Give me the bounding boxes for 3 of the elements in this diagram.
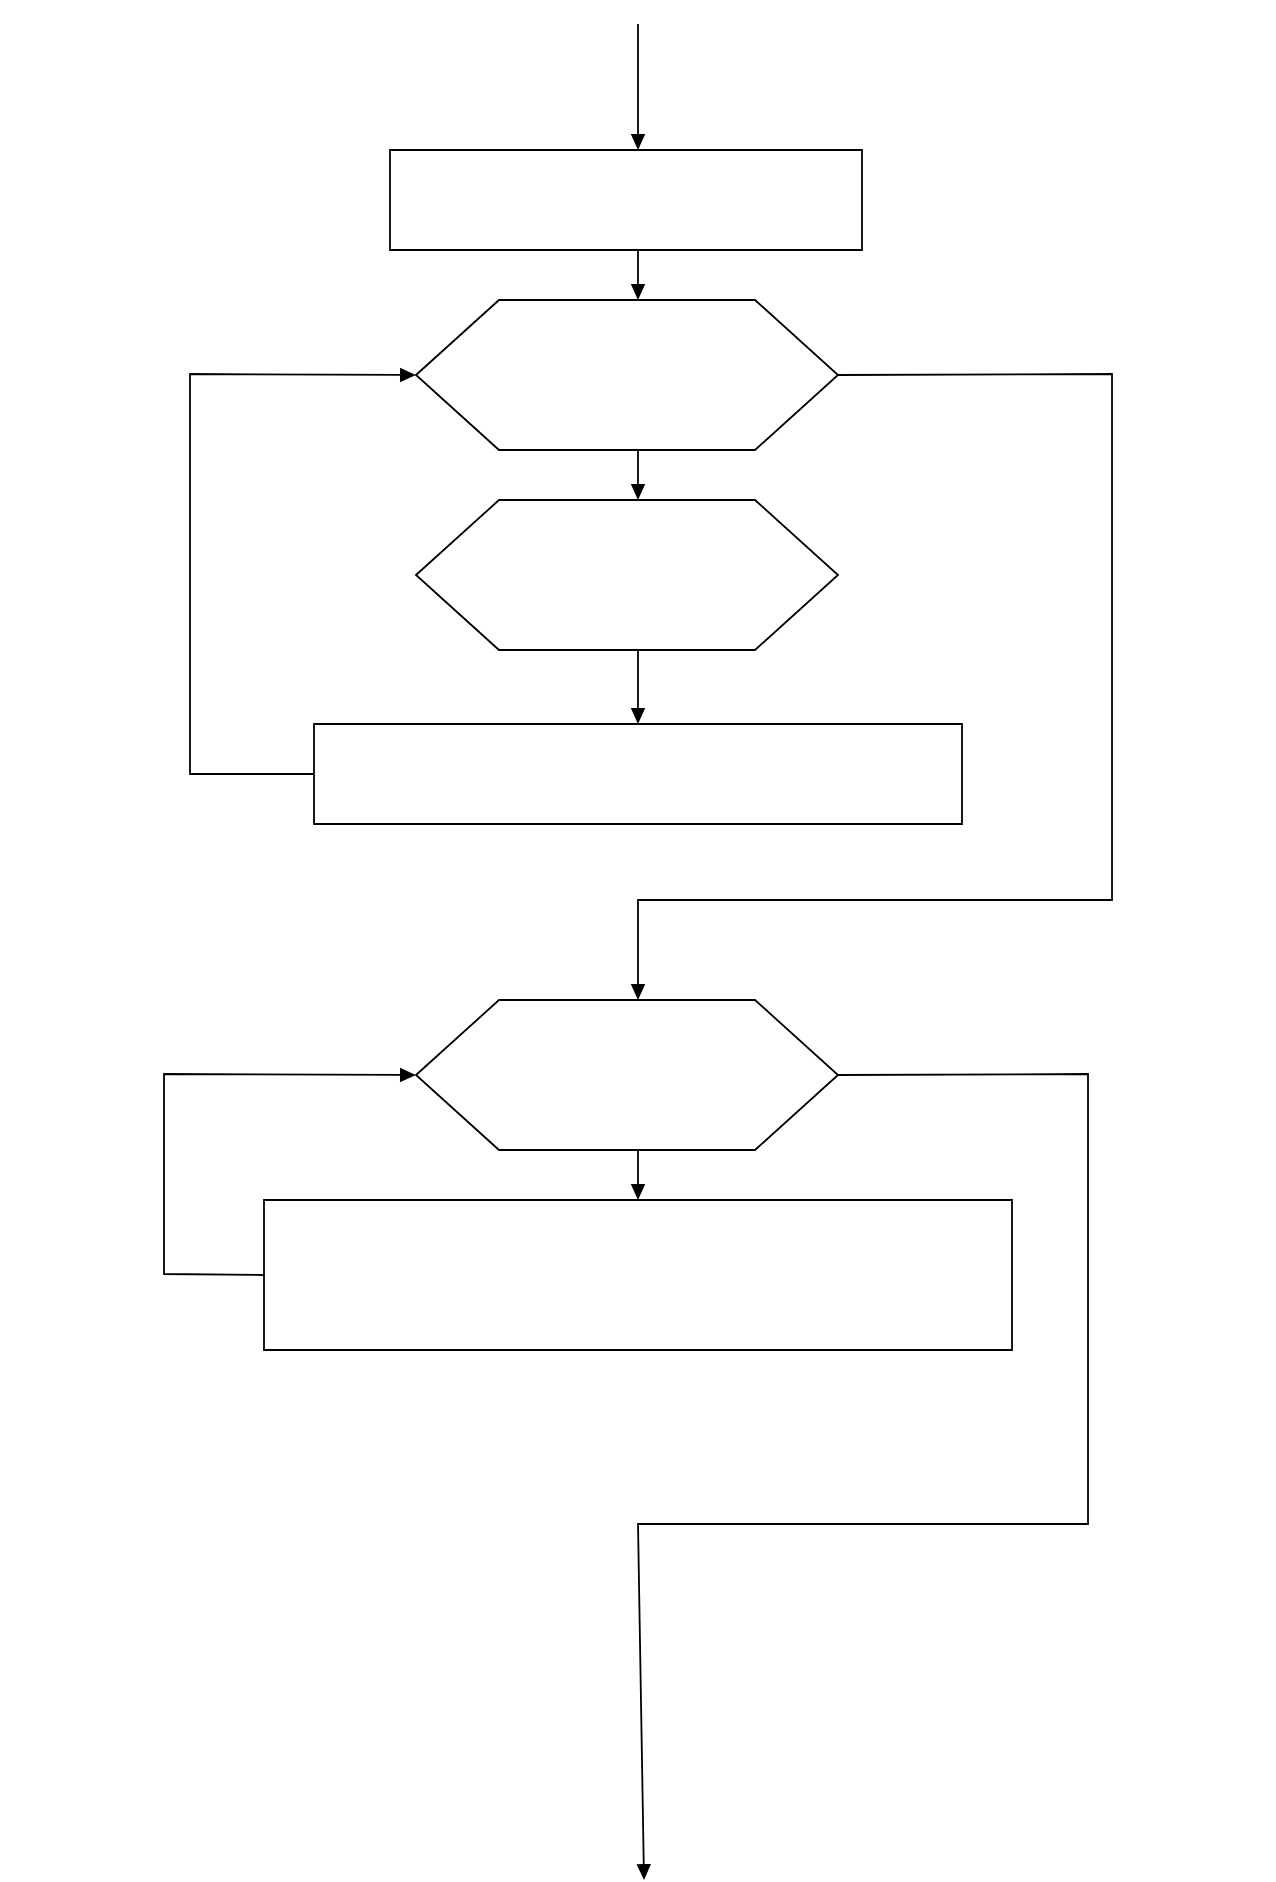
process-box bbox=[263, 1199, 1013, 1351]
process-box bbox=[313, 723, 963, 825]
process-box bbox=[389, 149, 863, 251]
